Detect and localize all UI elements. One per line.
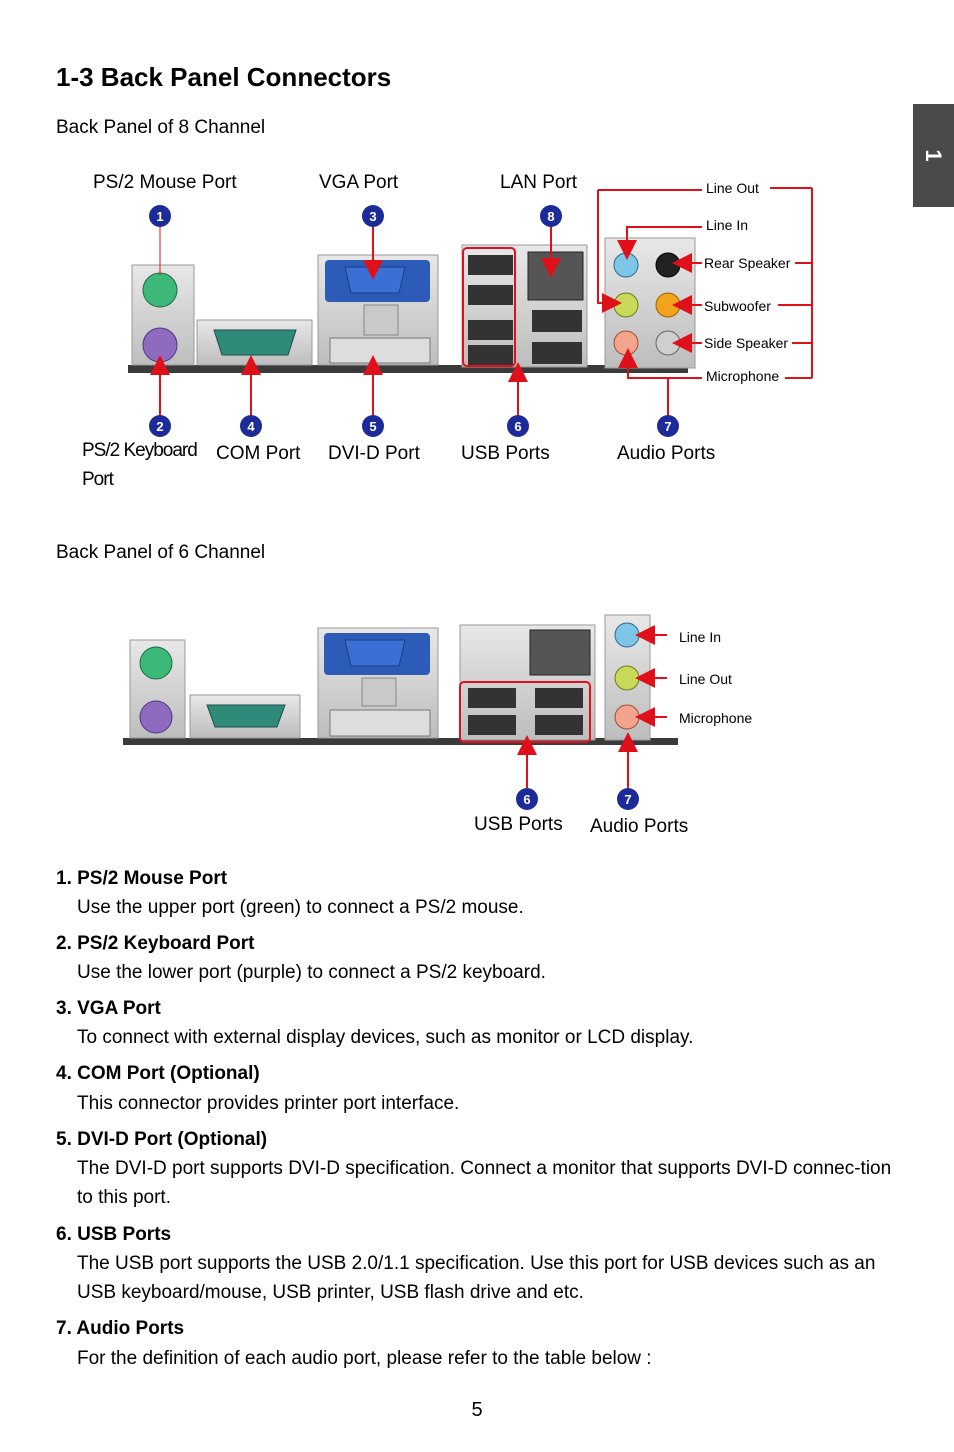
label-audio: Audio Ports [617, 443, 716, 464]
label-ps2-kbd-2: Port [82, 469, 114, 490]
svg-text:6: 6 [523, 792, 530, 807]
page-title: 1-3 Back Panel Connectors [56, 62, 392, 92]
badge-8: 8 [540, 205, 562, 227]
ps2-keyboard-port [142, 327, 178, 363]
lan-port [527, 251, 584, 301]
audio-line-in: Line In [706, 217, 749, 233]
item-6-text: The USB port supports the USB 2.0/1.1 sp… [77, 1253, 876, 1303]
audio6-line-out: Line Out [679, 671, 732, 687]
item-7-text: For the definition of each audio port, p… [77, 1348, 652, 1369]
item-3-text: To connect with external display devices… [77, 1027, 694, 1048]
label-usb: USB Ports [461, 443, 550, 464]
audio6-line-in: Line In [679, 629, 722, 645]
svg-text:8: 8 [547, 209, 554, 224]
svg-text:2: 2 [156, 419, 163, 434]
dvi-port [329, 337, 431, 364]
item-4-text: This connector provides printer port int… [77, 1093, 460, 1114]
label-ps2-kbd: PS/2 Keyboard [82, 440, 198, 461]
badge-2: 2 [149, 415, 171, 437]
badge-1: 1 [149, 205, 171, 227]
audio-rear-speaker: Rear Speaker [704, 255, 791, 271]
audio-microphone: Microphone [706, 368, 780, 384]
panel6-heading: Back Panel of 6 Channel [56, 542, 266, 563]
item-1-text: Use the upper port (green) to connect a … [77, 897, 524, 918]
label-ps2-mouse: PS/2 Mouse Port [93, 172, 237, 193]
panel8-heading: Back Panel of 8 Channel [56, 117, 266, 138]
label-lan: LAN Port [500, 172, 578, 193]
svg-text:6: 6 [514, 419, 521, 434]
svg-text:1: 1 [156, 209, 163, 224]
badge-6b: 6 [516, 788, 538, 810]
item-7-title: 7. Audio Ports [56, 1318, 185, 1339]
audio-subwoofer: Subwoofer [704, 298, 771, 314]
badge-7b: 7 [617, 788, 639, 810]
item-5-title: 5. DVI-D Port (Optional) [56, 1129, 268, 1150]
audio6-microphone: Microphone [679, 710, 753, 726]
item-6-title: 6. USB Ports [56, 1224, 172, 1245]
label-com: COM Port [216, 443, 301, 464]
usb-highlight [462, 247, 516, 367]
item-2-text: Use the lower port (purple) to connect a… [77, 962, 546, 983]
svg-text:4: 4 [247, 419, 255, 434]
panel6-diagram: 6 7 [123, 614, 678, 810]
label6-audio: Audio Ports [590, 816, 689, 837]
item-1-title: 1. PS/2 Mouse Port [56, 868, 228, 889]
label6-usb: USB Ports [474, 814, 563, 835]
item-3-title: 3. VGA Port [56, 998, 161, 1019]
badge-6: 6 [507, 415, 529, 437]
com-port [213, 329, 297, 356]
svg-text:3: 3 [369, 209, 376, 224]
item-5-text: The DVI-D port supports DVI-D specificat… [77, 1158, 892, 1208]
audio-line-out: Line Out [706, 180, 759, 196]
svg-text:7: 7 [664, 419, 671, 434]
panel8-diagram: 1 3 8 2 4 5 6 7 [128, 187, 813, 437]
board-edge [128, 365, 688, 373]
audio-side-speaker: Side Speaker [704, 335, 789, 351]
svg-text:7: 7 [624, 792, 631, 807]
svg-text:5: 5 [369, 419, 376, 434]
label-vga: VGA Port [319, 172, 399, 193]
chapter-tab: 1 [913, 104, 954, 207]
item-4-title: 4. COM Port (Optional) [56, 1063, 260, 1084]
item-2-title: 2. PS/2 Keyboard Port [56, 933, 255, 954]
badge-5: 5 [362, 415, 384, 437]
vga-port [344, 266, 406, 294]
label-dvid: DVI-D Port [328, 443, 420, 464]
badge-4: 4 [240, 415, 262, 437]
badge-3: 3 [362, 205, 384, 227]
page-number: 5 [471, 1399, 483, 1421]
badge-7: 7 [657, 415, 679, 437]
ps2-mouse-port [142, 272, 178, 308]
